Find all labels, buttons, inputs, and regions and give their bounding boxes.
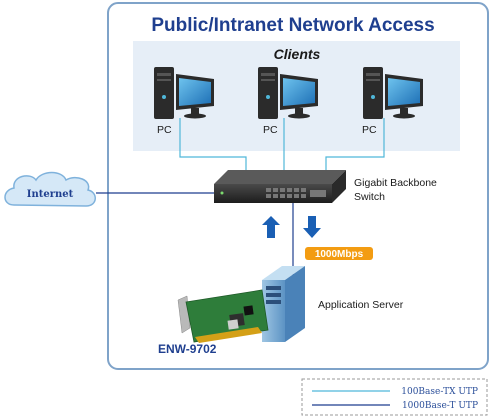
arrow-up-icon xyxy=(262,216,280,238)
product-label: ENW-9702 xyxy=(158,342,217,356)
arrow-down-icon xyxy=(303,216,321,238)
pc-3-icon xyxy=(363,67,423,119)
switch-label-line2: Switch xyxy=(354,191,385,203)
legend-box xyxy=(301,378,488,416)
application-server-icon xyxy=(262,266,305,342)
pc-2-icon xyxy=(258,67,318,119)
server-label: Application Server xyxy=(318,299,404,311)
legend-label-100base-tx: 100Base-TX UTP xyxy=(401,387,478,397)
diagram-frame xyxy=(107,2,489,370)
pc-2-label: PC xyxy=(263,124,278,136)
speed-label: 1000Mbps xyxy=(315,249,364,260)
pc-3-label: PC xyxy=(362,124,377,136)
pc-1-icon xyxy=(154,67,214,119)
internet-cloud-icon xyxy=(4,171,96,207)
diagram-title: Public/Intranet Network Access xyxy=(151,15,434,36)
clients-label: Clients xyxy=(274,46,321,62)
internet-label: Internet xyxy=(27,189,74,200)
speed-badge xyxy=(305,247,373,260)
switch-label-line1: Gigabit Backbone xyxy=(354,177,437,189)
pc-1-label: PC xyxy=(157,124,172,136)
client-links xyxy=(179,118,385,170)
backbone-switch-icon xyxy=(214,170,346,203)
backbone-links xyxy=(96,192,294,282)
legend-label-1000base-t: 1000Base-T UTP xyxy=(402,401,478,411)
network-card-icon xyxy=(177,289,269,343)
